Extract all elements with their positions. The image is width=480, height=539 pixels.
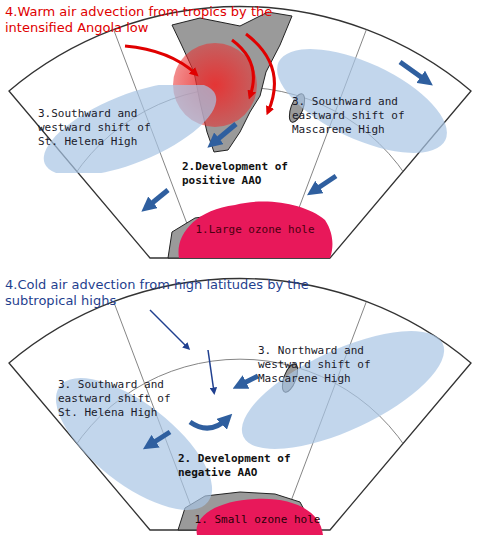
process-label: 2.Development of positive AAO	[182, 160, 304, 188]
ozone-hole: 1. Small ozone hole	[185, 495, 332, 535]
caption-text: 4.Warm air advection from tropics by the…	[5, 4, 297, 36]
high-pressure-zone: 3. Northward and westward shift of Masca…	[230, 322, 456, 457]
warm-advection-arrows	[125, 34, 274, 112]
bottom-panel	[9, 279, 471, 539]
node-outline	[230, 322, 456, 457]
node-text: 3. Northward and westward shift of Masca…	[258, 344, 383, 386]
node-text: 1. Small ozone hole	[185, 513, 330, 527]
high-pressure-zone: 3.Southward and westward shift of St. He…	[30, 85, 220, 173]
node-text: 3. Southward and eastward shift of St. H…	[58, 378, 186, 420]
shift-arrows	[146, 62, 428, 446]
high-pressure-zone: 3. Southward and eastward shift of Masca…	[268, 45, 458, 157]
process-label: 2. Development of negative AAO	[178, 452, 306, 480]
ozone-hole: 1.Large ozone hole	[175, 195, 337, 258]
node-text: 3. Southward and eastward shift of Masca…	[292, 95, 417, 137]
node-text: 1.Large ozone hole	[175, 223, 335, 237]
high-pressure-zone: 3. Southward and eastward shift of St. H…	[38, 360, 228, 525]
node-text: 3.Southward and westward shift of St. He…	[38, 107, 163, 149]
cold-advection-arrows	[150, 310, 214, 392]
caption-text: 4.Cold air advection from high latitudes…	[5, 277, 377, 309]
